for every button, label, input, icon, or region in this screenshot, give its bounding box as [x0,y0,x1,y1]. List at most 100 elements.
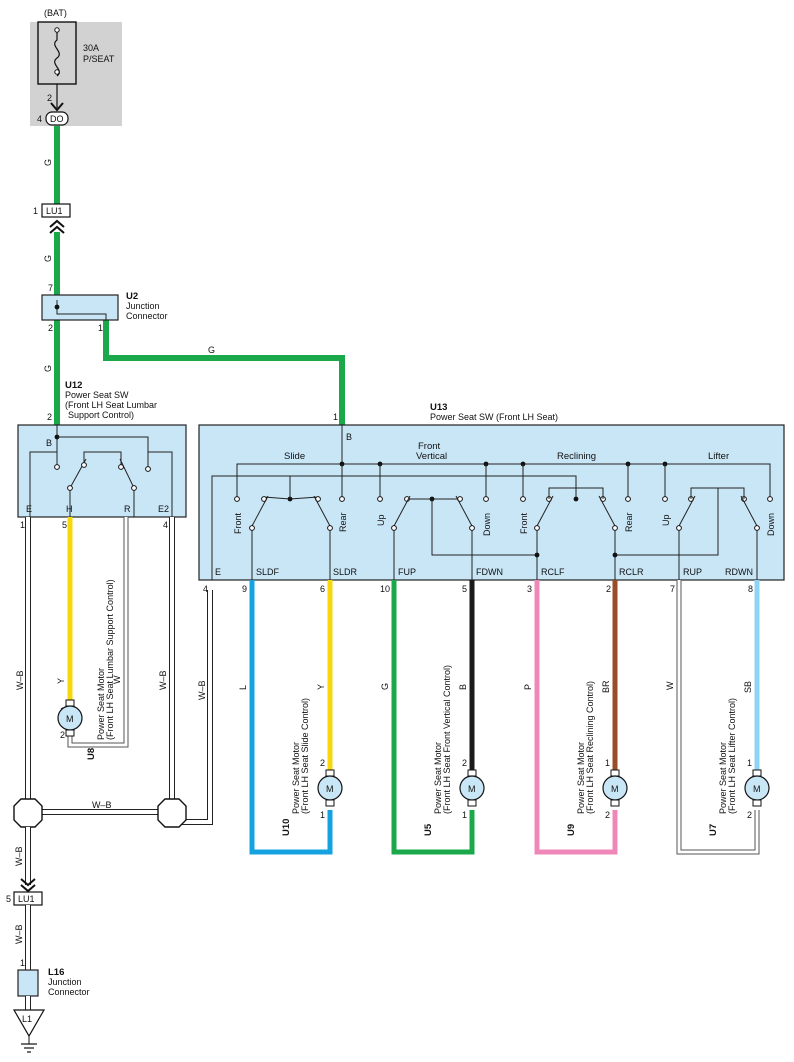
u12-harness [25,517,175,800]
u2-pin-right: 1 [98,323,103,333]
u7-pin-top: 1 [747,758,752,768]
u13-rup-label: RUP [683,567,702,577]
wire-label-br: BR [601,680,611,693]
u13-output-wires [249,580,760,855]
u13-slide-label: Slide [284,451,305,462]
u13-sldf-label: SLDF [256,567,280,577]
u2-pin-top: 7 [48,283,53,293]
u13-pin-rclr: 2 [606,584,611,594]
lu1-top-connector: LU1 1 [33,203,71,234]
u9-pin-top: 1 [605,758,610,768]
fuse-area: (BAT) 30A P/SEAT 2 DO 4 [30,8,122,126]
wire-label-wb-down2: W–B [14,924,24,944]
u5-code: U5 [423,823,434,836]
u13-up-label: Up [376,514,386,526]
l16-junction-connector: 1 L16 Junction Connector L1 [12,958,90,1053]
l16-pin-top: 1 [20,958,25,968]
ground-icon [21,1043,37,1053]
battery-label: (BAT) [44,8,67,18]
l16-line2: Connector [48,987,90,997]
lu1-top-label: LU1 [46,206,63,216]
u12-e-label: E [26,504,32,514]
u13-front-label: Front [233,512,243,534]
u13-reclining-label: Reclining [557,451,596,462]
u13-pin-rup: 7 [670,584,675,594]
u5-pin-top: 2 [462,758,467,768]
u13-lifter-label: Lifter [708,451,729,462]
wire-label-g2: G [43,255,53,262]
u13-rear-label: Rear [338,512,348,532]
double-chevron-up-icon [49,219,65,234]
u13-b-label: B [346,432,352,442]
u12-pin-e: 1 [20,520,25,530]
fuse-name: P/SEAT [83,54,115,64]
lu1-bottom-connector: LU1 5 [6,891,43,970]
u7-pin-bottom: 2 [747,810,752,820]
u12-h-label: H [66,504,73,514]
u8-line2: (Front LH Seat Lumbar Support Control) [105,579,115,740]
u2-line1: Junction [126,301,160,311]
u13-pin-fup: 10 [380,584,390,594]
l1-label: L1 [22,1014,32,1024]
u13-power-seat-switch: U13 Power Seat SW (Front LH Seat) 1 B Sl… [198,402,785,594]
u7-line1: Power Seat Motor [718,742,728,814]
u10-motor: 2 M 1 U10 Power Seat Motor (Front LH Sea… [281,698,343,836]
ground-bus [13,590,213,893]
u12-b-label: B [46,438,52,448]
u12-code: U12 [65,380,82,391]
wire-label-wb-bus: W–B [92,800,112,810]
u10-pin-top: 2 [320,758,325,768]
wire-label-y-u8: Y [56,678,66,684]
wire-label-wb-u13e: W–B [197,680,207,700]
l16-line1: Junction [48,977,82,987]
u10-code: U10 [281,819,292,836]
u13-rclr-label: RCLR [619,567,644,577]
do-connector-label: DO [50,114,64,124]
l16-code: L16 [48,967,64,978]
u2-pin-left: 2 [48,323,53,333]
u12-pin-h: 5 [62,520,67,530]
u5-symbol: M [468,784,476,794]
u7-code: U7 [708,824,719,836]
u13-front-vertical-label1: Front [418,441,441,452]
do-pin-top: 2 [47,93,52,103]
u10-pin-bottom: 1 [320,810,325,820]
u8-symbol: M [66,714,74,724]
double-chevron-down-icon [20,878,36,893]
u13-pin-top: 1 [333,412,338,422]
u13-rclf-label: RCLF [541,567,565,577]
u13-pin-sldf: 9 [242,584,247,594]
u13-down2-label: Down [766,513,776,536]
u13-pin-rdwn: 8 [748,584,753,594]
u8-pin-bottom: 2 [60,730,65,740]
u9-line2: (Front LH Seat Reclining Control) [585,681,595,814]
u9-code: U9 [566,824,577,836]
wire-label-b: B [458,684,468,690]
wire-label-g-horizontal: G [208,345,215,355]
u9-symbol: M [611,784,619,794]
u5-motor: 2 M 1 U5 Power Seat Motor (Front LH Seat… [423,665,485,836]
u12-pin-top: 2 [47,412,52,422]
u13-fup-label: FUP [398,567,416,577]
u13-fdwn-label: FDWN [476,567,503,577]
u7-line2: (Front LH Seat Lifter Control) [727,698,737,814]
green-wires [54,126,345,425]
u12-pin-e2: 4 [163,520,168,530]
u12-e2-label: E2 [158,504,169,514]
u5-line2: (Front LH Seat Front Vertical Control) [442,665,452,814]
u8-code: U8 [86,748,97,760]
lu1-bottom-label: LU1 [18,894,35,904]
wire-label-sb: SB [743,681,753,693]
u13-contact-terminals [234,496,773,502]
wire-label-l: L [238,685,248,690]
wire-label-g1: G [43,159,53,166]
u10-line2: (Front LH Seat Slide Control) [300,698,310,814]
u13-pin-e: 4 [203,584,208,594]
u8-motor: 1 M 2 U8 Power Seat Motor (Front LH Seat… [57,579,115,760]
u7-symbol: M [753,784,761,794]
u13-down-label: Down [482,513,492,536]
u12-line3: Support Control) [68,410,134,420]
wire-label-g3: G [43,365,53,372]
wire-label-y: Y [316,684,326,690]
